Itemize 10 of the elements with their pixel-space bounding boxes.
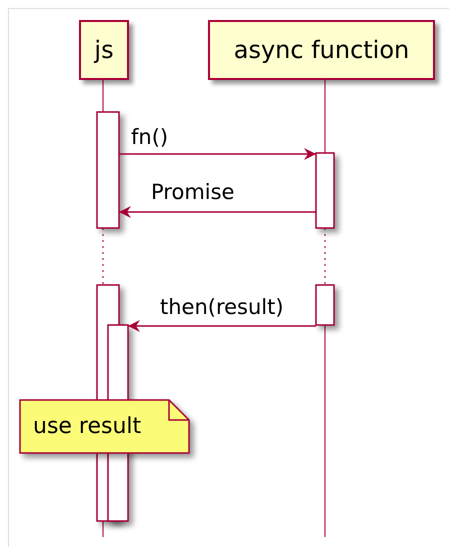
arrow (119, 148, 316, 160)
note: use result (20, 400, 189, 453)
arrow (119, 206, 316, 218)
edge-label: fn() (131, 125, 168, 149)
edge-label: Promise (151, 180, 234, 204)
participant-box: js (79, 20, 129, 80)
edge-label: then(result) (160, 295, 284, 319)
arrow (128, 320, 316, 332)
activation-bar (316, 153, 334, 325)
participant-box: async function (208, 20, 435, 80)
